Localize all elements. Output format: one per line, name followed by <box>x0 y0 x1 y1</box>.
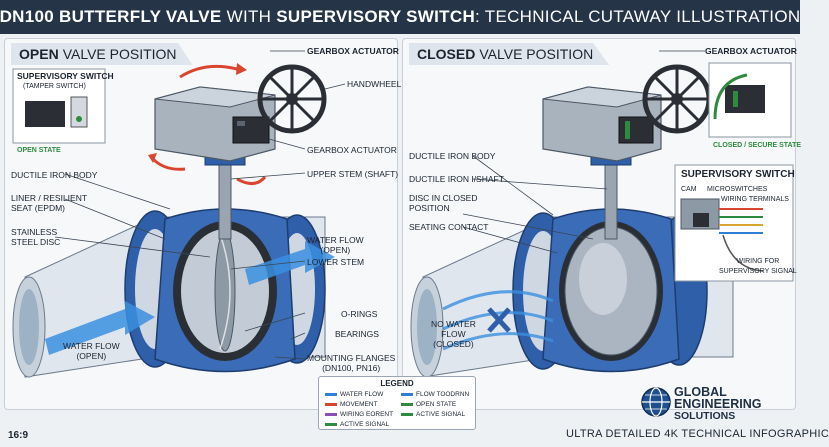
label-upper-stem: UPPER STEM (SHAFT) <box>307 169 399 179</box>
closed-label-seating: SEATING CONTACT <box>409 222 489 232</box>
label-disc: STAINLESS STEEL DISC <box>11 227 61 247</box>
legend-swatch <box>325 413 337 416</box>
leader-lines-closed <box>462 50 705 254</box>
legend-swatch <box>401 393 413 396</box>
open-panel-heading: OPEN VALVE POSITION <box>11 43 193 65</box>
switch-detail-terminals: WIRING TERMINALS <box>721 196 789 203</box>
label-flanges: MOUNTING FLANGES (DN100, PN16) <box>307 353 396 373</box>
legend-item: OPEN STATE <box>401 401 456 408</box>
closed-label-ductile: DUCTILE IRON BODY <box>409 151 496 161</box>
open-valve-illustration <box>12 50 346 378</box>
closed-label-gearbox: GEARBOX ACTUATOR <box>705 46 797 56</box>
legend-label: WATER FLOW <box>340 391 384 398</box>
label-bearings: BEARINGS <box>335 329 379 339</box>
label-gearbox-top: GEARBOX ACTUATOR <box>307 46 399 56</box>
company-logo: GLOBAL ENGINEERING SOLUTIONS <box>640 384 796 424</box>
open-heading-bold: OPEN <box>19 46 59 62</box>
valve-body <box>154 208 296 373</box>
movement-arrows <box>151 64 267 185</box>
title-part-1: DN100 BUTTERFLY VALVE <box>0 7 222 26</box>
legend-item: WIRING EORENT <box>325 411 393 418</box>
label-gearbox-mid: GEARBOX ACTUATOR <box>307 145 397 155</box>
closed-valve-illustration <box>410 50 794 378</box>
title-text: DN100 BUTTERFLY VALVE WITH SUPERVISORY S… <box>0 7 800 27</box>
legend-swatch <box>325 403 337 406</box>
closed-label-disc: DISC IN CLOSED POSITION <box>409 193 478 213</box>
closed-label-no-flow: NO WATER FLOW (CLOSED) <box>431 319 476 349</box>
logo-line-3: SOLUTIONS <box>674 410 736 422</box>
legend-swatch <box>325 393 337 396</box>
label-handwheel: HANDWHEEL <box>347 79 402 89</box>
closed-label-shaft: DUCTILE IRON I/SHAFT <box>409 174 504 184</box>
handwheel <box>257 64 327 134</box>
open-switch-inset <box>12 68 106 144</box>
globe-icon <box>641 387 671 417</box>
logo-text: GLOBAL ENGINEERING SOLUTIONS <box>674 386 762 422</box>
legend-swatch <box>325 423 337 426</box>
closed-valve-panel: CLOSED VALVE POSITION <box>402 38 801 410</box>
legend-label: WIRING EORENT <box>340 411 394 418</box>
switch-detail-title: SUPERVISORY SWITCH <box>681 169 795 180</box>
switch-detail-inset <box>674 164 794 282</box>
closed-panel-heading: CLOSED VALVE POSITION <box>409 43 610 65</box>
gearbox-closed <box>542 86 662 162</box>
label-ductile-iron: DUCTILE IRON BODY <box>11 170 98 180</box>
closed-heading-rest: VALVE POSITION <box>479 46 594 62</box>
legend-item: MOVEMENT <box>325 401 378 408</box>
shaft-closed <box>604 158 618 240</box>
legend-title: LEGEND <box>380 379 414 388</box>
legend-item: ACTIVE SIGNAL <box>401 411 465 418</box>
label-orings: O-RINGS <box>341 309 378 319</box>
leader-lines <box>54 50 346 360</box>
upper-stem <box>218 158 232 240</box>
logo-line-2: ENGINEERING <box>674 397 762 411</box>
title-part-2: WITH <box>226 7 272 26</box>
legend-label: ACTIVE SIGNAL <box>340 421 390 428</box>
legend-label: FLOW TOODRNN <box>416 391 470 398</box>
gearbox-actuator <box>154 86 276 162</box>
handwheel-closed <box>642 64 712 134</box>
open-inset-subtitle: (TAMPER SWITCH) <box>23 83 86 90</box>
label-liner: LINER / RESILIENT SEAT (EPDM) <box>11 193 88 213</box>
blocked-flow-arrows <box>442 290 554 351</box>
legend-label: MOVEMENT <box>340 401 378 408</box>
legend-item: WATER FLOW <box>325 391 383 398</box>
legend-item: ACTIVE SIGNAL <box>325 421 389 428</box>
aspect-ratio-label: 16:9 <box>8 430 29 441</box>
logo-line-1: GLOBAL <box>674 385 727 399</box>
title-part-4: : TECHNICAL CUTAWAY ILLUSTRATION <box>475 7 801 26</box>
label-water-flow-open: WATER FLOW (OPEN) <box>307 235 364 255</box>
switch-detail-wiring: WIRING FOR SUPERVISORY SIGNAL <box>719 258 797 275</box>
open-valve-panel: OPEN VALVE POSITION <box>4 38 402 410</box>
legend-item: FLOW TOODRNN <box>401 391 469 398</box>
legend-swatch <box>401 403 413 406</box>
open-state-label: OPEN STATE <box>17 147 61 154</box>
legend: LEGEND WATER FLOW FLOW TOODRNN MOVEMENT … <box>318 376 476 430</box>
closed-state-label: CLOSED / SECURE STATE <box>713 142 802 149</box>
footer-tagline: ULTRA DETAILED 4K TECHNICAL INFOGRAPHIC <box>566 428 829 440</box>
open-heading-rest: VALVE POSITION <box>62 46 177 62</box>
legend-swatch <box>401 413 413 416</box>
title-part-3: SUPERVISORY SWITCH <box>276 7 476 26</box>
switch-detail-microswitches: MICROSWITCHES <box>707 186 768 193</box>
switch-detail-cam: CAM <box>681 186 697 193</box>
label-water-flow-in: WATER FLOW (OPEN) <box>63 341 120 361</box>
legend-label: OPEN STATE <box>416 401 457 408</box>
open-inset-title: SUPERVISORY SWITCH <box>17 71 114 81</box>
title-bar: DN100 BUTTERFLY VALVE WITH SUPERVISORY S… <box>0 0 800 34</box>
label-lower-stem: LOWER STEM <box>307 257 365 267</box>
valve-body-closed <box>542 208 680 373</box>
closed-state-inset <box>708 62 792 138</box>
legend-label: ACTIVE SIGNAL <box>416 411 466 418</box>
no-flow-x-icon <box>487 307 511 333</box>
closed-heading-bold: CLOSED <box>417 46 476 62</box>
